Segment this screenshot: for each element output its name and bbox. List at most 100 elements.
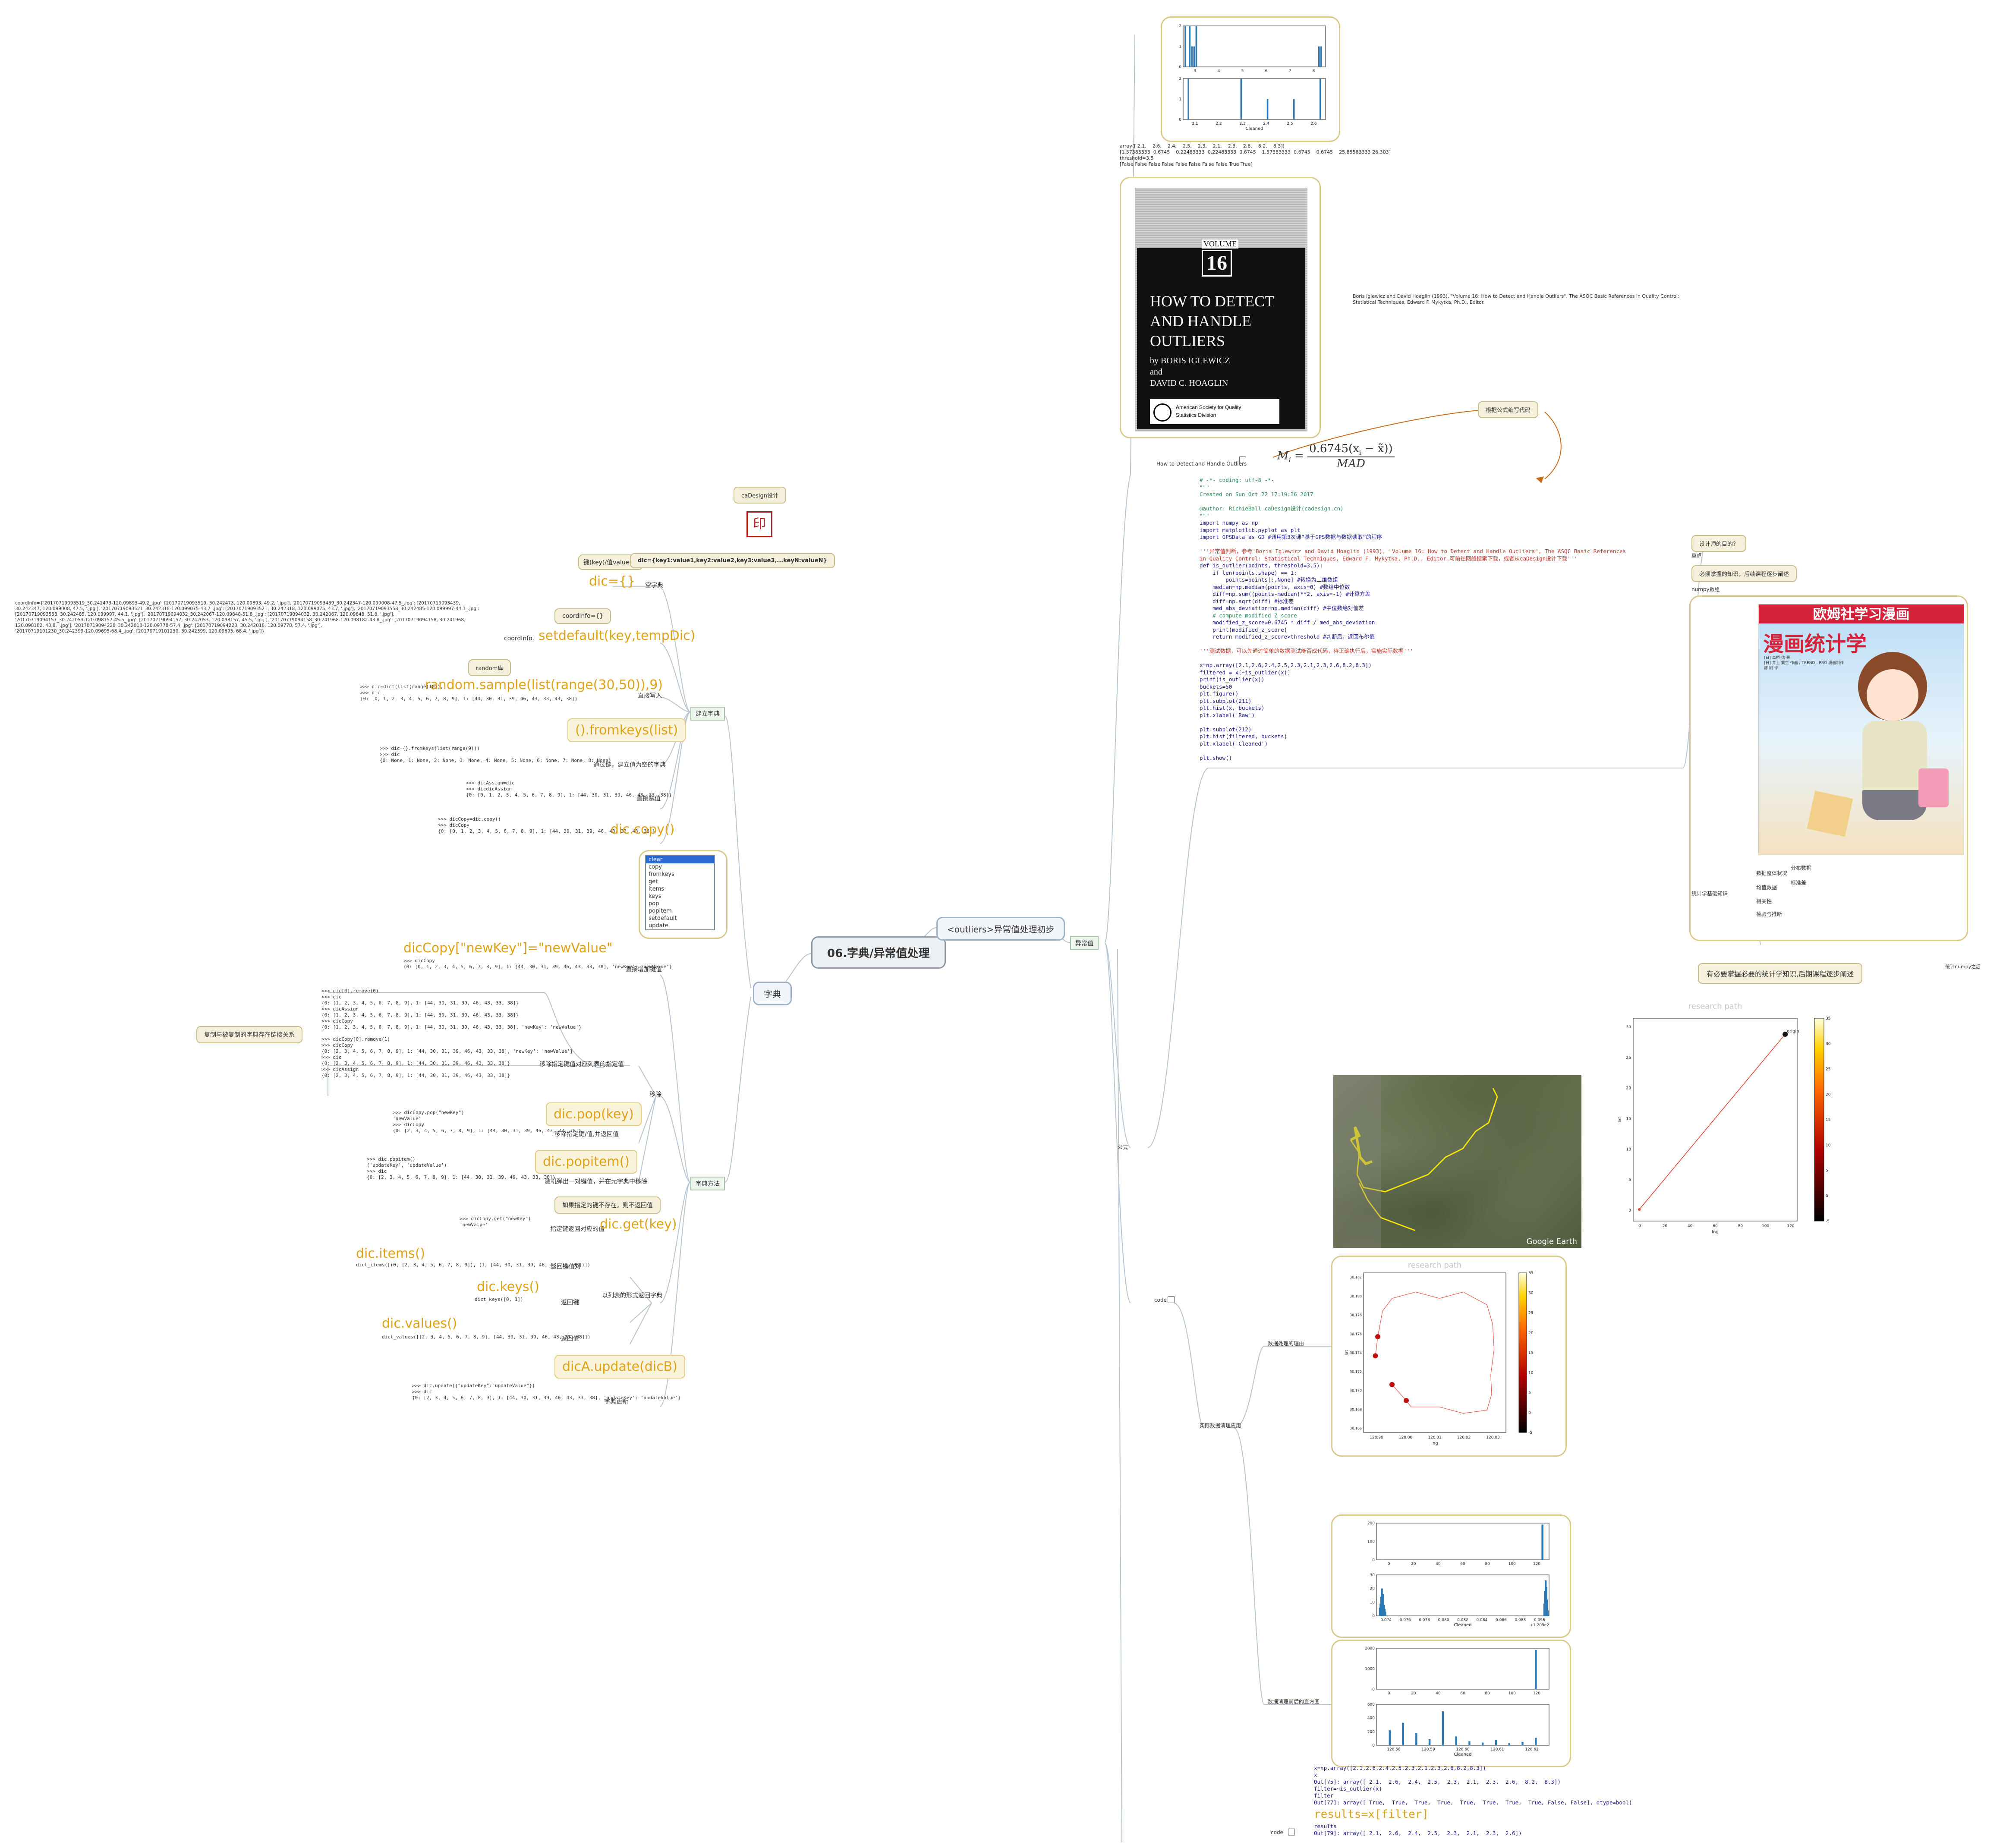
method-option[interactable]: keys xyxy=(649,893,661,900)
pop-title: dic.pop(key) xyxy=(546,1102,642,1126)
get-label: 指定键返回对应的值 xyxy=(550,1226,605,1233)
y-tick-label: 100 xyxy=(1367,1540,1375,1544)
y-tick-label: 30.166 xyxy=(1350,1426,1362,1430)
book-author-1: by BORIS IGLEWICZ xyxy=(1150,356,1230,365)
x-tick-label: 120 xyxy=(1533,1691,1540,1696)
method-option[interactable]: update xyxy=(649,922,668,929)
method-option[interactable]: pop xyxy=(649,900,659,907)
code-line: plt.subplot(211) xyxy=(1200,697,1252,704)
x-tick-label: 0 xyxy=(1638,1224,1641,1228)
formula-node[interactable]: 公式 xyxy=(1118,1144,1128,1150)
x-tick-label: 20 xyxy=(1411,1562,1416,1566)
remove-code: >>> dic[0].remove(0) >>> dic {0: [1, 2, … xyxy=(321,988,582,1078)
code-line: plt.show() xyxy=(1200,754,1232,761)
pop-code: >>> dicCopy.pop("newKey") 'newValue' >>>… xyxy=(393,1110,582,1133)
histogram-bar xyxy=(1428,1739,1431,1745)
method-option[interactable]: items xyxy=(649,886,665,892)
y-tick-label: 10 xyxy=(1370,1600,1375,1605)
stats-goal: 重点 xyxy=(1691,552,1702,558)
hist-label: 数据清理前后的直方图 xyxy=(1268,1699,1320,1705)
stats-knowledge[interactable]: 统计学基础知识 xyxy=(1691,891,1728,897)
x-tick-label: 3 xyxy=(1194,69,1197,73)
x-tick-label: 100 xyxy=(1509,1691,1516,1696)
stats-item: 相关性 xyxy=(1756,898,1772,904)
coord-label: coordInfo. xyxy=(504,635,534,642)
plot-frame xyxy=(1633,1018,1798,1222)
y-tick-label: 2 xyxy=(1179,24,1181,28)
y-tick-label: 2000 xyxy=(1365,1647,1375,1651)
x-tick-label: 0 xyxy=(1388,1691,1390,1696)
update-code: >>> dic.update({"updateKey":"updateValue… xyxy=(412,1383,681,1401)
method-option[interactable]: setdefault xyxy=(649,915,677,922)
histogram-bar xyxy=(1481,1742,1484,1745)
satellite-map[interactable]: Google Earth xyxy=(1333,1075,1581,1248)
code-line xyxy=(1200,747,1626,755)
branch-outlier-sub[interactable]: 异常值 xyxy=(1070,936,1099,950)
code-line: buckets=50 xyxy=(1200,683,1232,690)
code-node-2-icon xyxy=(1288,1829,1295,1835)
y-tick-label: 0 xyxy=(1372,1558,1375,1562)
formula-numerator-sub: i xyxy=(1359,450,1361,457)
manga-meta: [日] 高桥 信 著 [日] 井上 繁生 作画 / TREND - PRO 漫画… xyxy=(1764,656,1844,671)
y-axis-label: lat xyxy=(1618,1117,1622,1123)
code-line: def is_outlier(points, threshold=3.5): xyxy=(1200,562,1323,569)
branch-outliers[interactable]: <outliers>异常值处理初步 xyxy=(936,917,1065,941)
method-option[interactable]: get xyxy=(649,878,658,885)
code-line: Out[75]: array([ 2.1, 2.6, 2.4, 2.5, 2.3… xyxy=(1314,1779,1561,1785)
code-line: '''异常值判断，参考'Boris Iglewicz and David Hoa… xyxy=(1200,548,1626,554)
code-line: x xyxy=(1314,1772,1317,1778)
y-tick-label: 10 xyxy=(1626,1147,1631,1152)
fromkeys-code: >>> dic={}.fromkeys(list(range(9))) >>> … xyxy=(380,746,611,763)
random-code: >>> dic=dict(list(range(10)), >>> dic {0… xyxy=(360,684,578,702)
colorbar-label: 30 xyxy=(1528,1291,1534,1295)
central-topic[interactable]: 06.字典/异常值处理 xyxy=(811,936,946,969)
cadesign-stamp-icon: 印 xyxy=(746,511,772,537)
code-line: filtered = x[~is_outlier(x)] xyxy=(1200,669,1291,676)
code-line: import GPSData as GD #调用第3次课“基于GPS数据与数据读… xyxy=(1200,534,1383,540)
keys-label: 返回键 xyxy=(561,1299,579,1306)
branch-methods[interactable]: 字典方法 xyxy=(690,1177,725,1190)
setdefault-title: setdefault(key,tempDic) xyxy=(539,628,696,643)
items-label: 返回键值对 xyxy=(551,1263,581,1270)
x-tick-label: 120.62 xyxy=(1525,1747,1539,1752)
practice-node[interactable]: 实际数据清理应用 xyxy=(1200,1423,1241,1429)
x-tick-label: 120.58 xyxy=(1387,1747,1401,1752)
x-tick-label: 100 xyxy=(1762,1224,1769,1228)
branch-dict[interactable]: 字典 xyxy=(753,982,792,1005)
x-tick-label: 60 xyxy=(1713,1224,1718,1228)
method-option[interactable]: clear xyxy=(646,856,714,863)
x-axis-label: Cleaned xyxy=(1454,1752,1472,1757)
y-tick-label: 30.182 xyxy=(1350,1275,1362,1279)
branch-build[interactable]: 建立字典 xyxy=(690,707,725,721)
code-line: diff=np.sum((points-median)**2, axis=-1)… xyxy=(1200,591,1371,597)
histogram-bar xyxy=(1468,1741,1471,1745)
histogram-bar xyxy=(1195,26,1197,67)
y-tick-label: 5 xyxy=(1628,1178,1631,1182)
items-code: dict_items([(0, [2, 3, 4, 5, 6, 7, 8, 9]… xyxy=(356,1262,591,1268)
keys-code: dict_keys([0, 1]) xyxy=(475,1297,523,1302)
method-option[interactable]: popitem xyxy=(649,908,672,914)
method-option[interactable]: fromkeys xyxy=(649,871,674,878)
code-node-2[interactable]: code xyxy=(1271,1829,1283,1835)
code-line: '''测试数据，可以先通过简单的数据测试能否成代码，待正确执行后，实施实际数据'… xyxy=(1200,648,1414,654)
x-tick-label: 60 xyxy=(1460,1562,1465,1566)
update-label: 字典更新 xyxy=(604,1398,628,1405)
histogram-bar xyxy=(1508,1743,1510,1745)
y-tick-label: 30 xyxy=(1626,1025,1631,1029)
x-tick-label: 2.2 xyxy=(1216,122,1222,126)
stats-numpy: numpy数组 xyxy=(1691,586,1720,592)
y-tick-label: 1 xyxy=(1179,45,1181,49)
manga-character-skirt-icon xyxy=(1862,790,1927,820)
book-author-2: and xyxy=(1150,367,1162,377)
code-node[interactable]: code xyxy=(1154,1297,1167,1303)
x-tick-label: 0.086 xyxy=(1496,1618,1507,1622)
code-line: if len(points.shape) == 1: xyxy=(1200,569,1297,576)
formula-denominator: MAD xyxy=(1336,457,1365,471)
code-line xyxy=(1200,541,1626,548)
method-option[interactable]: copy xyxy=(649,864,662,870)
code-line: """ xyxy=(1200,484,1209,491)
hist-frame-lng xyxy=(1331,1514,1571,1638)
empty-dict-title: dic={} xyxy=(589,574,636,589)
